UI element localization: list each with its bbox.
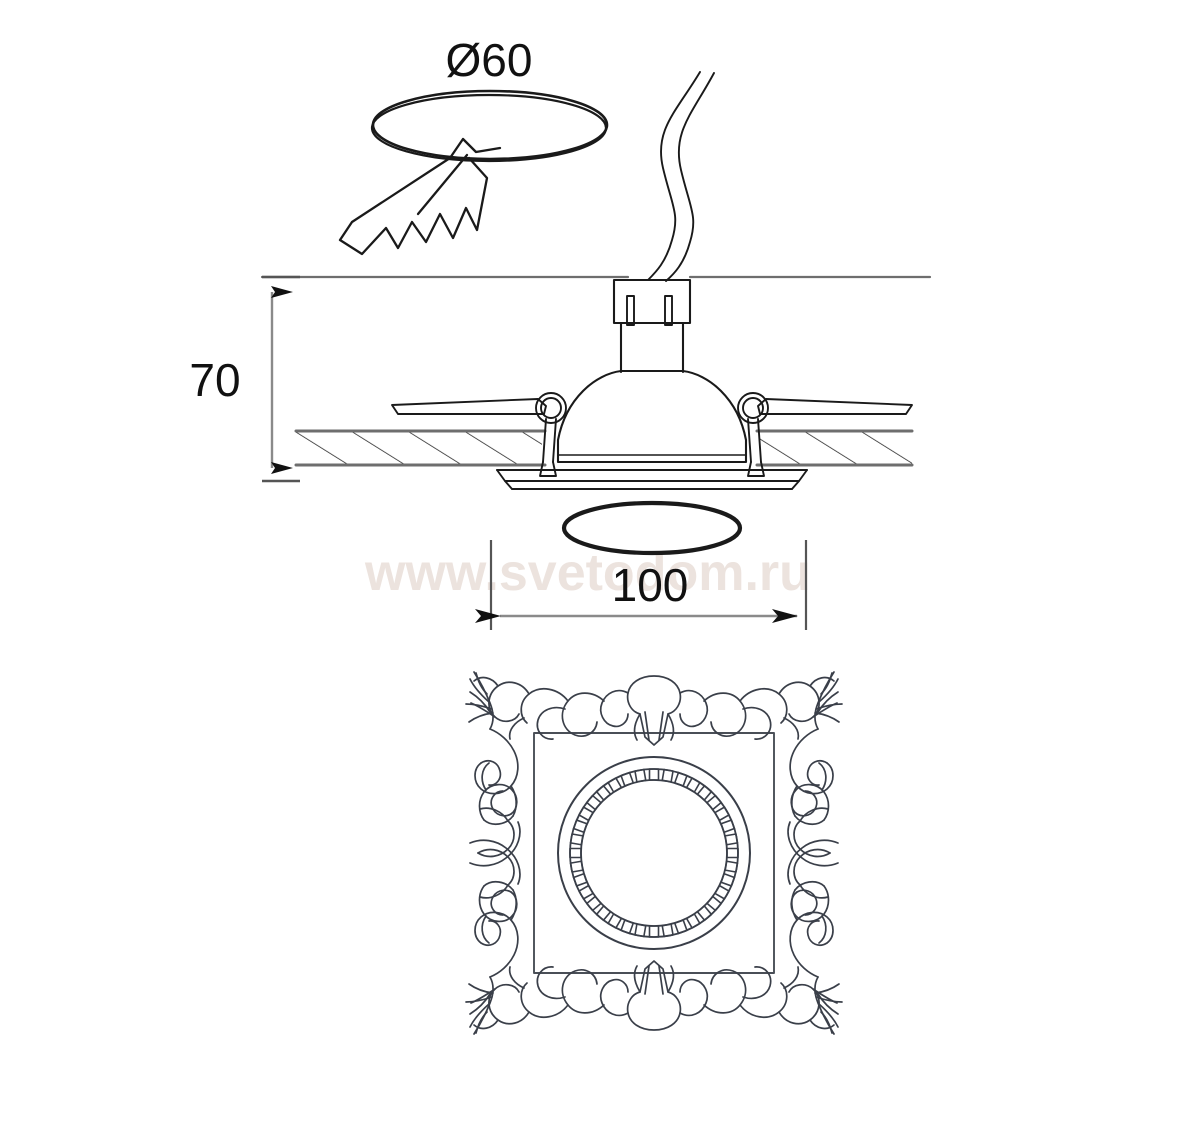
dentil-tooth: [620, 771, 635, 787]
lens-ellipse: [561, 500, 743, 556]
inner-square-border: [533, 732, 775, 974]
break-line: [338, 137, 502, 256]
dentil-tooth: [578, 806, 594, 822]
dentil-tooth: [720, 872, 736, 887]
dentil-tooth: [726, 847, 739, 859]
plan-view: [465, 671, 843, 1035]
dentil-tooth: [685, 777, 701, 793]
dentil-tooth: [634, 768, 647, 783]
dentil-tooth: [572, 819, 588, 834]
dentil-tooth: [620, 919, 635, 935]
dentil-tooth: [661, 768, 674, 783]
ornament-left: [469, 762, 521, 944]
dentil-tooth: [569, 833, 584, 846]
dimension-width-label: 100: [612, 559, 689, 611]
dentil-tooth: [696, 905, 713, 922]
ornament-right: [787, 762, 839, 944]
dentil-tooth: [569, 847, 582, 859]
dimension-height-70: 70: [189, 275, 300, 483]
spring-clip-left: [391, 392, 567, 477]
lamp-socket: [612, 278, 692, 326]
supply-wire: [647, 71, 715, 282]
dentil-tooth: [720, 819, 736, 834]
dentil-tooth: [706, 794, 723, 811]
dentil-tooth: [607, 777, 623, 793]
dentil-tooth: [634, 923, 647, 938]
watermark: www.svetodom.ru: [364, 544, 811, 602]
dentil-tooth: [673, 919, 688, 935]
dentil-tooth: [572, 872, 588, 887]
watermark-text: www.svetodom.ru: [364, 544, 811, 602]
ceiling-cutout-ellipse: [370, 89, 609, 163]
dentil-tooth: [595, 905, 612, 922]
section-view: [260, 71, 932, 556]
dimension-height-label: 70: [189, 354, 240, 406]
dentil-tooth: [724, 860, 739, 873]
dentil-tooth: [648, 925, 660, 938]
ornament-bottom: [465, 880, 843, 1035]
dentil-tooth: [673, 771, 688, 787]
dentil-tooth: [696, 784, 713, 801]
dentil-tooth: [685, 913, 701, 929]
dentil-teeth: [569, 768, 739, 938]
trim-plate: [496, 469, 808, 490]
dentil-tooth: [569, 860, 584, 873]
dentil-tooth: [714, 884, 730, 900]
ceiling-slab-left: [294, 429, 547, 467]
dimension-cutout-diameter: Ø60: [446, 34, 533, 86]
spring-clip-right: [737, 392, 913, 477]
dentil-tooth: [595, 784, 612, 801]
ceiling-slab-right: [755, 429, 914, 467]
dentil-tooth: [661, 923, 674, 938]
dentil-tooth: [724, 833, 739, 846]
dentil-tooth: [706, 895, 723, 912]
reflector-dome: [556, 369, 748, 464]
dentil-tooth: [578, 884, 594, 900]
dentil-tooth: [585, 794, 602, 811]
ornament-top: [465, 671, 843, 826]
lamp-body: [619, 321, 685, 374]
dimension-cutout-label: Ø60: [446, 34, 533, 86]
dimension-width-100: 100: [475, 540, 808, 630]
dentil-tooth: [714, 806, 730, 822]
dentil-tooth: [648, 768, 660, 781]
dentil-tooth: [607, 913, 623, 929]
dentil-ring: [557, 756, 751, 950]
dentil-tooth: [585, 895, 602, 912]
